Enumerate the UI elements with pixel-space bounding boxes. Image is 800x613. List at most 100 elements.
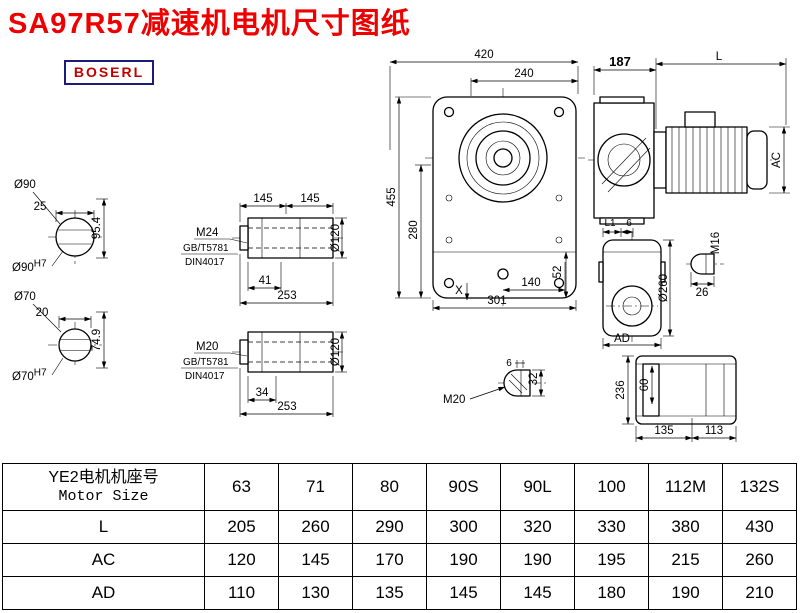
- size-col-90L: 90L: [500, 463, 575, 511]
- cell-L-5: 330: [574, 510, 649, 544]
- size-col-132S: 132S: [722, 463, 797, 511]
- dim-shaft70-dia: Ø70: [14, 291, 36, 303]
- motor-size-table: YE2电机机座号 Motor Size 63 71 80 90S 90L 100…: [2, 463, 797, 610]
- dim-rear-M16: M16: [710, 232, 722, 254]
- dim-front-140: 140: [521, 277, 540, 289]
- dim-hollowtop-std2: DIN4017: [185, 257, 225, 268]
- row-label-AD: AD: [2, 576, 205, 610]
- dim-plug-6: 6: [506, 358, 512, 369]
- dim-shaft70-height: 74.9: [91, 329, 103, 351]
- cell-AD-2: 135: [352, 576, 427, 610]
- cell-AD-4: 145: [500, 576, 575, 610]
- dim-rear-AD: AD: [614, 333, 630, 345]
- view-gearbox-front: 420 240 455 280 52 140 301 X: [386, 49, 585, 311]
- dim-hollowbot-total: 253: [277, 401, 296, 413]
- size-col-80: 80: [352, 463, 427, 511]
- cell-L-1: 260: [278, 510, 353, 544]
- dim-hollowtop-std1: GB/T5781: [183, 243, 229, 254]
- view-gearbox-rear: L1 6 Ø260 AD M16 26: [598, 218, 724, 349]
- dim-side-L: L: [716, 51, 723, 63]
- dim-side-187: 187: [609, 54, 631, 69]
- dim-front-455: 455: [386, 187, 398, 206]
- view-gearbox-top: 236 60 135 113: [615, 355, 737, 442]
- dim-hollowbot-std2: DIN4017: [185, 371, 225, 382]
- dim-rear-L1: L1: [604, 218, 616, 229]
- dim-front-240: 240: [514, 68, 533, 80]
- cell-L-2: 290: [352, 510, 427, 544]
- dim-hollowtop-dia: Ø120: [330, 224, 342, 252]
- brand-logo: BOSERL: [64, 60, 154, 85]
- size-col-112M: 112M: [648, 463, 723, 511]
- dim-hollowtop-thread: M24: [196, 227, 219, 239]
- cell-L-4: 320: [500, 510, 575, 544]
- size-col-90S: 90S: [426, 463, 501, 511]
- dim-front-x-mark: X: [455, 285, 463, 297]
- dim-hollowbot-dia: Ø120: [330, 338, 342, 366]
- dim-hollowtop-total: 253: [277, 290, 296, 302]
- dim-shaft90-length: 25: [34, 201, 47, 213]
- dim-hollowtop-seg2: 145: [300, 193, 319, 205]
- view-m20-plug: 32 6 M20: [443, 358, 548, 406]
- cell-AC-3: 190: [426, 543, 501, 577]
- dim-hollowbot-std1: GB/T5781: [183, 357, 229, 368]
- dim-rear-26: 26: [696, 287, 709, 299]
- header-cn: YE2电机机座号: [48, 469, 159, 486]
- dim-shaft90-bore: Ø90H7: [12, 259, 47, 275]
- cell-AD-7: 210: [722, 576, 797, 610]
- dim-shaft70-bore: Ø70H7: [12, 368, 47, 384]
- view-hollow-shaft-top: 145 145 Ø120 M24 GB/T5781 DIN4017 41 253: [181, 193, 347, 306]
- dim-top-113: 113: [705, 425, 723, 437]
- dim-rear-6: 6: [626, 218, 632, 229]
- cell-AC-1: 145: [278, 543, 353, 577]
- cell-L-7: 430: [722, 510, 797, 544]
- table-row-L: L 205 260 290 300 320 330 380 430: [2, 510, 797, 544]
- table-row-AD: AD 110 130 135 145 145 180 190 210: [2, 576, 797, 610]
- dim-rear-260: Ø260: [658, 274, 670, 302]
- size-col-100: 100: [574, 463, 649, 511]
- dim-top-236: 236: [615, 380, 627, 399]
- cell-AC-7: 260: [722, 543, 797, 577]
- dim-side-AC: AC: [771, 152, 783, 168]
- cell-AD-6: 190: [648, 576, 723, 610]
- view-gearmotor-side: 187 L AC: [588, 51, 790, 225]
- size-col-71: 71: [278, 463, 353, 511]
- dim-shaft90-dia: Ø90: [14, 179, 36, 191]
- cell-AC-4: 190: [500, 543, 575, 577]
- dim-hollowtop-depth: 41: [259, 275, 272, 287]
- table-header-motor-size: YE2电机机座号 Motor Size: [2, 463, 205, 511]
- view-shaft-90: 25 95.4 Ø90 Ø90H7: [12, 179, 108, 274]
- cell-AD-0: 110: [204, 576, 279, 610]
- cell-L-3: 300: [426, 510, 501, 544]
- dim-plug-M20: M20: [443, 394, 465, 406]
- cell-AC-5: 195: [574, 543, 649, 577]
- dim-hollowbot-depth: 34: [256, 387, 269, 399]
- cell-AC-0: 120: [204, 543, 279, 577]
- dim-front-280: 280: [408, 220, 420, 239]
- dim-hollowbot-thread: M20: [196, 341, 218, 353]
- row-label-AC: AC: [2, 543, 205, 577]
- row-label-L: L: [2, 510, 205, 544]
- view-shaft-70: 20 74.9 Ø70 Ø70H7: [12, 291, 108, 383]
- table-row-AC: AC 120 145 170 190 190 195 215 260: [2, 543, 797, 577]
- cell-AD-1: 130: [278, 576, 353, 610]
- cell-AC-6: 215: [648, 543, 723, 577]
- dim-hollowtop-seg1: 145: [253, 193, 272, 205]
- dim-top-135: 135: [654, 425, 673, 437]
- cell-AC-2: 170: [352, 543, 427, 577]
- cell-L-6: 380: [648, 510, 723, 544]
- table-header-row: YE2电机机座号 Motor Size 63 71 80 90S 90L 100…: [2, 463, 797, 511]
- dim-shaft90-height: 95.4: [91, 216, 103, 239]
- page-title: SA97R57减速机电机尺寸图纸: [8, 8, 411, 40]
- cell-AD-5: 180: [574, 576, 649, 610]
- dim-top-60: 60: [639, 379, 651, 392]
- dim-plug-32: 32: [528, 373, 540, 386]
- dim-front-420: 420: [474, 49, 493, 61]
- cell-AD-3: 145: [426, 576, 501, 610]
- cell-L-0: 205: [204, 510, 279, 544]
- header-en: Motor Size: [58, 488, 149, 505]
- size-col-63: 63: [204, 463, 279, 511]
- view-hollow-shaft-bottom: Ø120 M20 GB/T5781 DIN4017 34 253: [181, 331, 347, 417]
- dim-front-301: 301: [487, 295, 506, 307]
